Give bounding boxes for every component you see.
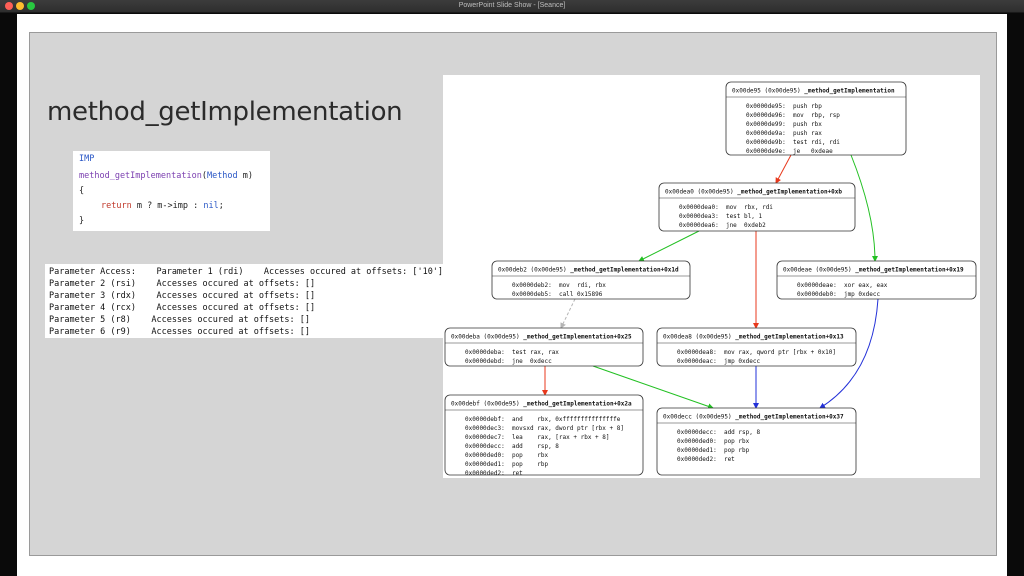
close-window-button[interactable] [5,2,13,10]
cfg-edge [638,230,700,262]
cfg-node: 0x00deae (0x00de95) _method_getImplement… [776,260,977,300]
cfg-node: 0x00deba (0x00de95) _method_getImplement… [444,327,644,367]
cfg-instruction-line: 0x0000ded1: pop rbp [677,447,750,454]
cfg-node: 0x00decc (0x00de95) _method_getImplement… [656,407,857,476]
cfg-instruction-line: 0x0000decc: add rsp, 8 [465,443,559,450]
cfg-instruction-line: 0x0000dea8: mov rax, qword ptr [rbx + 0x… [677,349,836,356]
cfg-node-header: 0x00debf (0x00de95) _method_getImplement… [451,401,632,408]
window-title: PowerPoint Slide Show - [Seance] [458,2,566,9]
cfg-node: 0x00debf (0x00de95) _method_getImplement… [444,394,644,477]
cfg-instruction-line: 0x0000dea0: mov rbx, rdi [679,204,773,211]
cfg-instruction-line: 0x0000decc: add rsp, 8 [677,429,760,436]
cfg-instruction-line: 0x0000ded2: ret [677,456,735,463]
cfg-node: 0x00dea0 (0x00de95) _method_getImplement… [658,182,856,232]
cfg-instruction-line: 0x0000deae: xor eax, eax [797,282,888,289]
slide-canvas[interactable]: method_getImplementation IMP method_getI… [17,14,1007,576]
cfg-node-box [656,407,857,476]
code-param-name: m [242,171,248,181]
param-line: Parameter 4 (rcx) Accesses occured at of… [49,303,316,313]
window-titlebar: PowerPoint Slide Show - [Seance] [0,0,1024,13]
cfg-instruction-line: 0x0000de96: mov rbp, rsp [746,112,840,119]
cfg-instruction-line: 0x0000de9e: je 0xdeae [746,148,833,155]
source-code-snippet: IMP method_getImplementation(Method m) {… [73,151,270,231]
cfg-instruction-line: 0x0000ded2: ret [465,470,523,477]
cfg-node-box [725,81,907,156]
cfg-instruction-line: 0x0000deb0: jmp 0xdecc [797,291,880,298]
cfg-instruction-line: 0x0000ded0: pop rbx [465,452,548,459]
cfg-instruction-line: 0x0000dec7: lea rax, [rax + rbx + 8] [465,434,610,441]
cfg-instruction-line: 0x0000ded0: pop rbx [677,438,750,445]
cfg-instruction-line: 0x0000de95: push rbp [746,103,822,110]
cfg-node-box [444,327,644,367]
cfg-node-box [776,260,977,300]
code-nil-literal: nil [203,201,219,211]
param-line: Parameter 5 (r8) Accesses occured at off… [49,315,310,325]
slide-title: method_getImplementation [47,97,403,127]
cfg-node-header: 0x00de95 (0x00de95) _method_getImplement… [732,88,895,95]
control-flow-graph: 0x00de95 (0x00de95) _method_getImplement… [443,75,980,478]
code-return-expression: m ? m->imp : [131,201,204,211]
cfg-instruction-line: 0x0000deb5: call 0x15896 [512,291,603,298]
code-semicolon: ; [218,201,224,211]
cfg-instruction-line: 0x0000debf: and rbx, 0xfffffffffffffffe [465,416,621,423]
param-line: Parameter 6 (r9) Accesses occured at off… [49,327,310,337]
cfg-node-box [656,327,857,367]
cfg-instruction-line: 0x0000deba: test rax, rax [465,349,559,356]
cfg-node-header: 0x00dea8 (0x00de95) _method_getImplement… [663,334,844,341]
cfg-node-header: 0x00deae (0x00de95) _method_getImplement… [783,267,964,274]
cfg-instruction-line: 0x0000deac: jmp 0xdecc [677,358,760,365]
cfg-instruction-line: 0x0000debd: jne 0xdecc [465,358,552,365]
cfg-instruction-line: 0x0000de9a: push rax [746,130,822,137]
param-line: Parameter Access: Parameter 1 (rdi) Acce… [49,267,444,277]
code-return-statement: return m ? m->imp : nil; [101,201,224,211]
code-param-type: Method [206,171,238,181]
cfg-node-header: 0x00deba (0x00de95) _method_getImplement… [451,334,632,341]
parameter-access-output: Parameter Access: Parameter 1 (rdi) Acce… [45,264,443,338]
code-signature: method_getImplementation(Method m) [79,171,254,181]
code-function-name: method_getImplementation [79,171,202,181]
cfg-instruction-line: 0x0000dec3: movsxd rax, dword ptr [rbx +… [465,425,624,432]
cfg-edge [592,365,714,410]
code-return-keyword: return [101,201,132,211]
code-return-type: IMP [79,154,95,164]
cfg-instruction-line: 0x0000dea3: test bl, 1 [679,213,762,220]
minimize-window-button[interactable] [16,2,24,10]
cfg-edge [560,298,576,329]
cfg-node-header: 0x00dea0 (0x00de95) _method_getImplement… [665,189,842,196]
cfg-node-box [658,182,856,232]
cfg-instruction-line: 0x0000dea6: jne 0xdeb2 [679,222,766,229]
cfg-instruction-line: 0x0000deb2: mov rdi, rbx [512,282,606,289]
cfg-canvas: 0x00de95 (0x00de95) _method_getImplement… [444,81,977,477]
maximize-window-button[interactable] [27,2,35,10]
code-open-brace: { [79,186,85,196]
cfg-node-box [491,260,691,300]
cfg-edge [850,154,878,262]
cfg-instruction-line: 0x0000de99: push rbx [746,121,822,128]
cfg-node: 0x00de95 (0x00de95) _method_getImplement… [725,81,907,156]
cfg-edge [775,154,792,184]
cfg-edge [819,298,879,409]
cfg-node: 0x00deb2 (0x00de95) _method_getImplement… [491,260,691,300]
cfg-instruction-line: 0x0000ded1: pop rbp [465,461,548,468]
param-line: Parameter 2 (rsi) Accesses occured at of… [49,279,316,289]
cfg-node-header: 0x00deb2 (0x00de95) _method_getImplement… [498,267,679,274]
code-close-brace: } [79,216,85,226]
param-line: Parameter 3 (rdx) Accesses occured at of… [49,291,316,301]
cfg-node-header: 0x00decc (0x00de95) _method_getImplement… [663,414,844,421]
cfg-node: 0x00dea8 (0x00de95) _method_getImplement… [656,327,857,367]
cfg-instruction-line: 0x0000de9b: test rdi, rdi [746,139,840,146]
cfg-node-box [444,394,644,476]
